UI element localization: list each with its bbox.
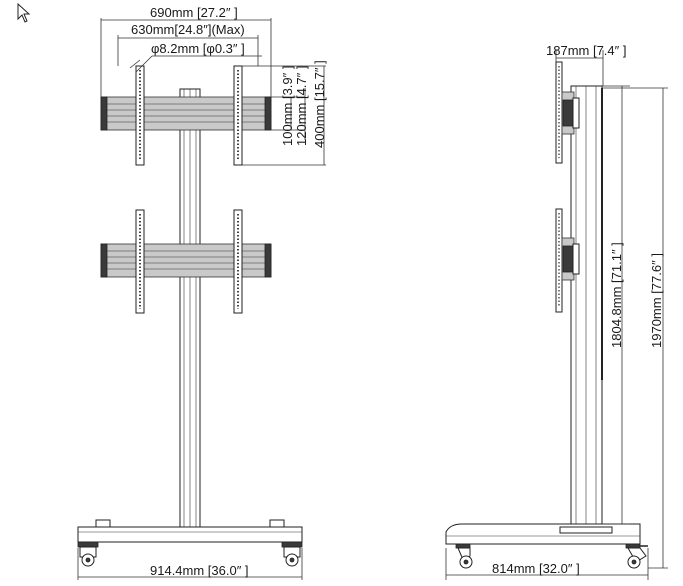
dim-hole-diameter-label: φ8.2mm [φ0.3″ ] (151, 41, 245, 56)
front-right-caster-icon (281, 541, 303, 567)
dim-vesa-heights-lines (242, 65, 326, 166)
front-top-rail (100, 96, 272, 131)
front-left-caster-icon (77, 541, 99, 567)
dim-hole-leader (129, 55, 262, 73)
side-view: 187mm [7.4″ ] 1804.8mm [71.1″ ] 1970mm [… (445, 43, 668, 580)
side-base (445, 523, 641, 545)
dim-vesa-120-label: 120mm [4.7″ ] (294, 66, 309, 146)
front-bottom-brackets (135, 209, 243, 314)
dim-vesa-max-label: 630mm[24.8″](Max) (131, 22, 245, 37)
mouse-cursor-icon (17, 2, 31, 23)
dim-base-width-label: 914.4mm [36.0″ ] (150, 563, 249, 578)
side-lower-mount (555, 208, 580, 313)
dim-column-height-label: 1804.8mm [71.1″ ] (609, 242, 624, 348)
side-right-caster-icon (625, 543, 648, 569)
dim-total-height-lines (602, 87, 668, 569)
dim-mount-depth-lines (555, 50, 604, 86)
dim-base-depth-label: 814mm [32.0″ ] (492, 561, 580, 576)
side-upper-mount (555, 61, 580, 164)
front-top-brackets (135, 65, 243, 166)
dim-vesa-100-label: 100mm [3.9″ ] (280, 66, 295, 146)
dim-overall-width-label: 690mm [27.2″ ] (150, 5, 238, 20)
dim-base-width-lines (77, 548, 303, 580)
front-base (77, 519, 303, 543)
dim-total-height-label: 1970mm [77.6″ ] (649, 253, 664, 348)
side-column (570, 85, 603, 530)
dim-vesa-400-label: 400mm [15.7″ ] (312, 60, 327, 148)
dim-overall-width-lines (100, 18, 272, 97)
dim-column-height-lines (602, 85, 630, 525)
dim-vesa-max-lines (117, 35, 259, 66)
side-left-caster-icon (455, 543, 473, 569)
front-column (179, 88, 201, 528)
dim-mount-depth-label: 187mm [7.4″ ] (546, 43, 626, 58)
dim-base-depth-lines (445, 548, 649, 580)
front-bottom-rail (100, 243, 272, 278)
front-view: 690mm [27.2″ ] 630mm[24.8″](Max) φ8.2mm … (77, 5, 327, 580)
